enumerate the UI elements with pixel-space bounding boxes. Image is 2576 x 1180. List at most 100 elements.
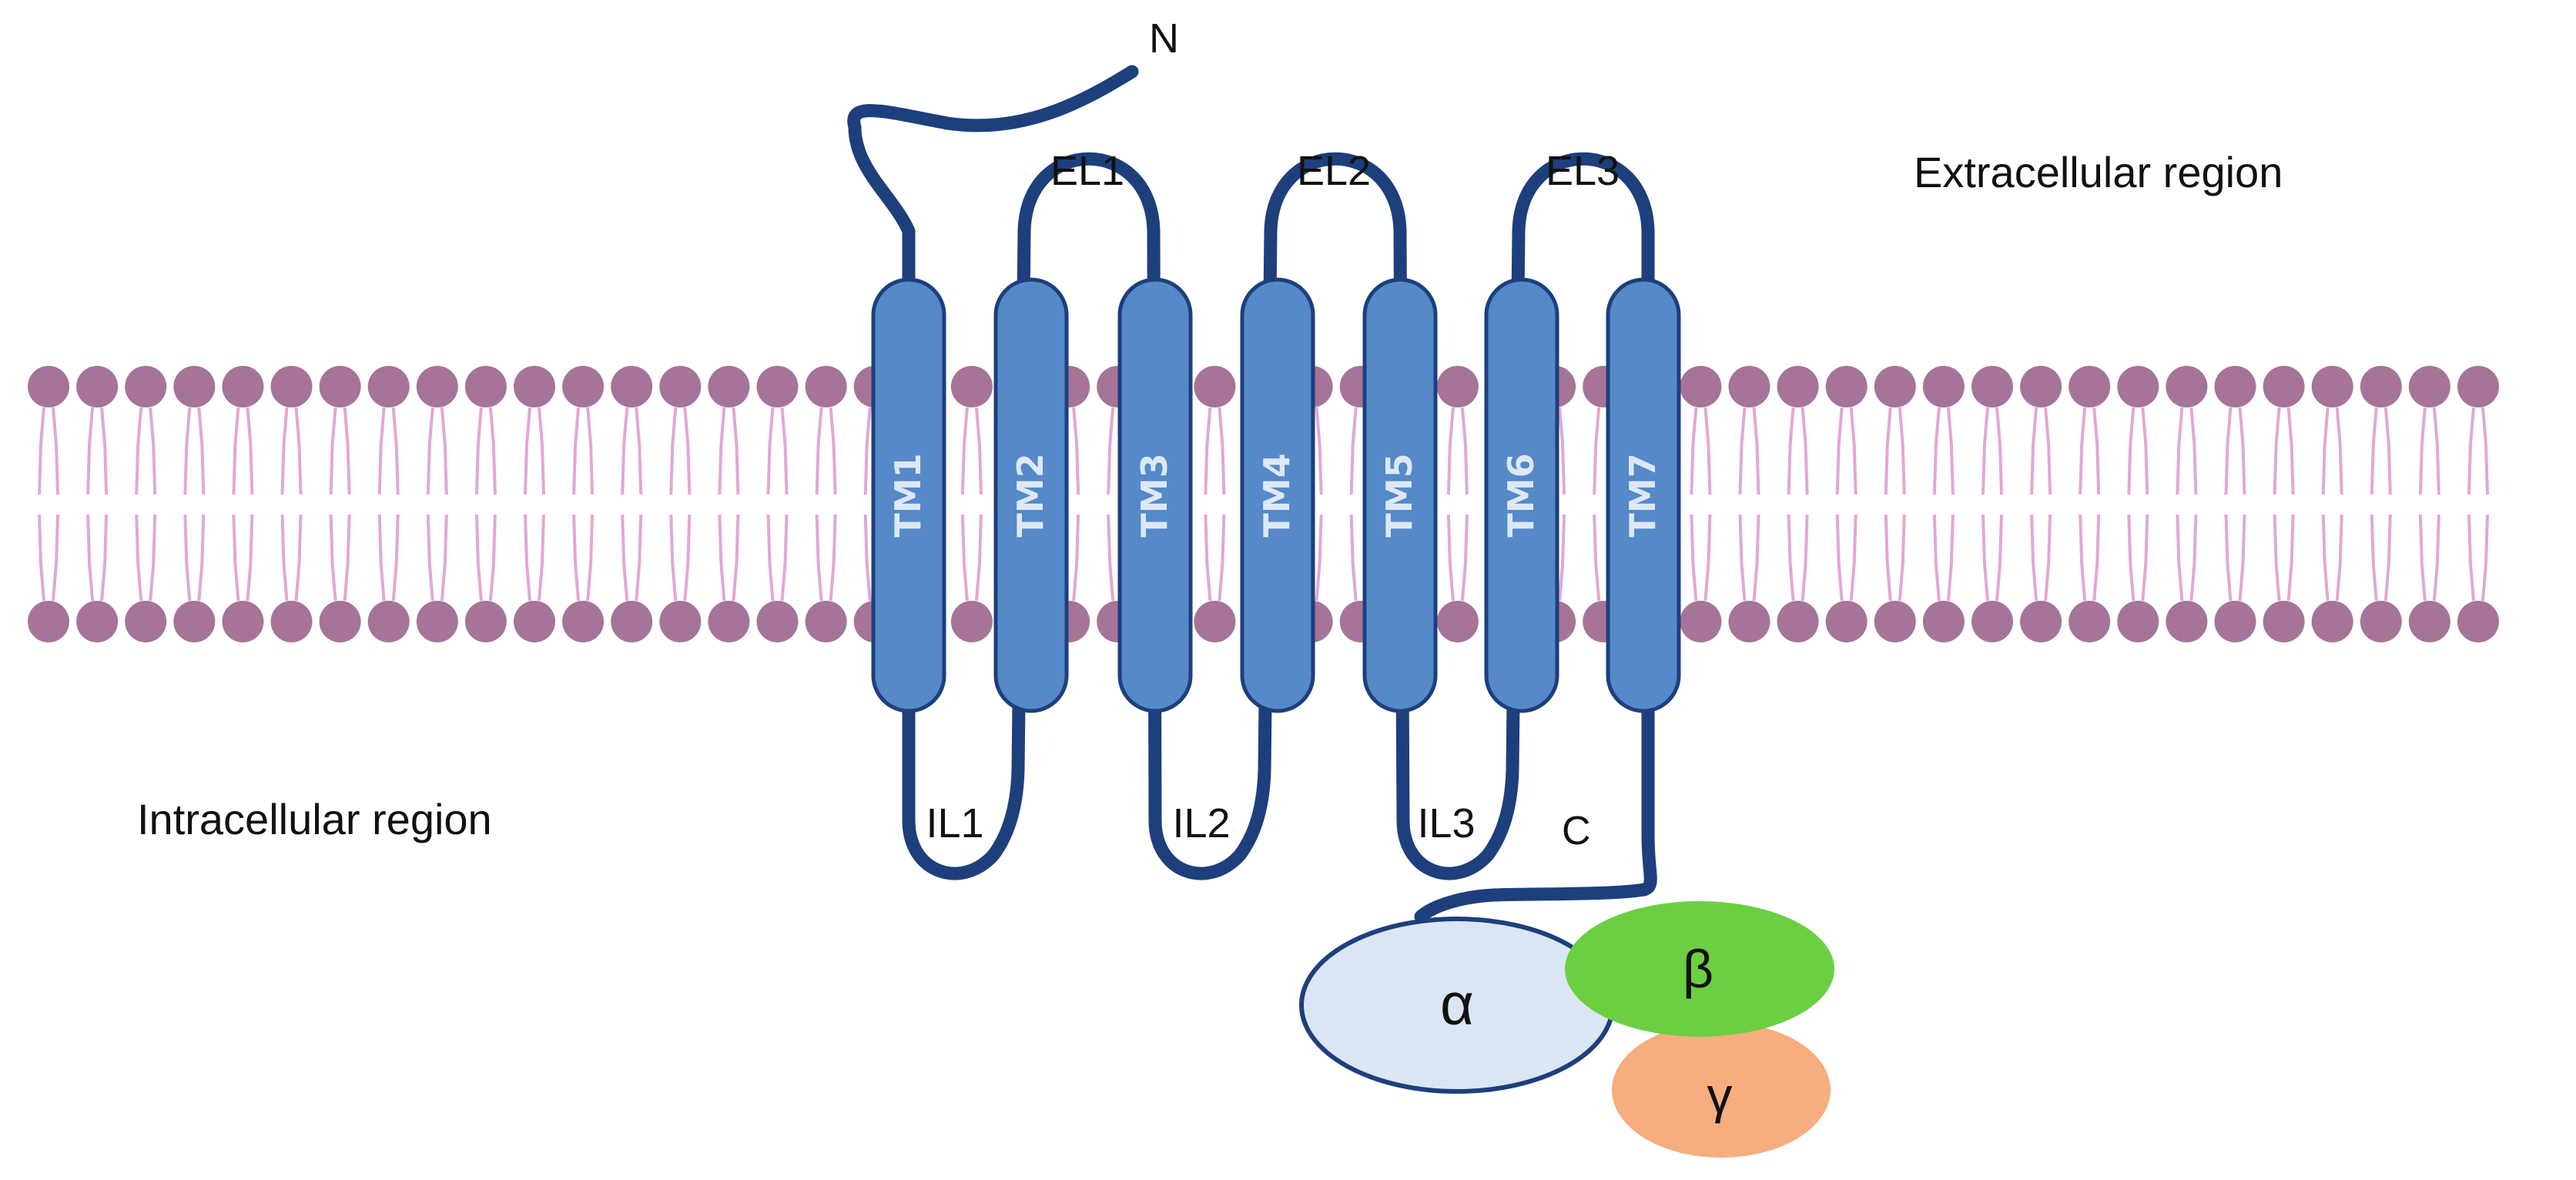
lipid-head — [464, 366, 507, 407]
lipid-tail — [1801, 514, 1809, 602]
lipid-tail — [1218, 514, 1226, 602]
lipid-tail — [1593, 514, 1601, 602]
lipid-tail — [2141, 514, 2149, 602]
tm4-label: TM4 — [1256, 453, 1298, 537]
tm6-label: TM6 — [1500, 453, 1542, 537]
lipid-molecule — [2457, 366, 2499, 642]
lipid-tail — [780, 514, 789, 602]
lipid-head — [611, 366, 653, 407]
lipid-tail — [391, 514, 400, 602]
lipid-tail — [2079, 407, 2087, 495]
lipid-tail — [100, 407, 109, 495]
lipid-tail — [391, 407, 400, 495]
g-gamma-subunit — [1612, 1022, 1831, 1158]
lipid-head — [1971, 366, 2013, 407]
lipid-head — [464, 601, 507, 642]
lipid-head — [28, 366, 69, 407]
lipid-tail — [135, 514, 143, 602]
lipid-head — [708, 601, 750, 642]
lipid-tail — [718, 407, 726, 495]
lipid-head — [76, 601, 119, 642]
lipid-head — [2117, 601, 2159, 642]
lipid-tail — [440, 514, 448, 602]
lipid-tail — [732, 514, 740, 602]
lipid-head — [1874, 601, 1916, 642]
lipid-tail — [2224, 514, 2233, 602]
tm1-helix: TM1 — [871, 277, 946, 713]
lipid-tail — [635, 514, 643, 602]
lipid-head — [2360, 366, 2402, 407]
lipid-tail — [2481, 407, 2489, 495]
lipid-tail — [1315, 514, 1323, 602]
lipid-tail — [732, 407, 740, 495]
lipid-molecule — [1874, 366, 1916, 642]
lipid-tail — [1349, 407, 1358, 495]
lipid-molecule — [367, 366, 410, 642]
lipid-tail — [2030, 407, 2038, 495]
c-terminus-label: C — [1562, 809, 1591, 853]
lipid-tail — [1349, 514, 1358, 602]
intracellular-region-label: Intracellular region — [137, 795, 492, 843]
lipid-head — [2360, 601, 2402, 642]
lipid-tail — [38, 407, 45, 495]
lipid-head — [1728, 366, 1770, 407]
lipid-head — [1922, 366, 1965, 407]
tm2-helix: TM2 — [993, 277, 1069, 713]
transmembrane-helices: TM1 TM2 TM3 TM4 TM5 TM6 TM7 — [871, 277, 1681, 713]
lipid-tail — [586, 407, 595, 495]
lipid-head — [1825, 601, 1868, 642]
lipid-tail — [86, 407, 95, 495]
lipid-tail — [2286, 407, 2295, 495]
lipid-tail — [2432, 514, 2440, 602]
lipid-tail — [766, 407, 775, 495]
lipid-tail — [1787, 407, 1795, 495]
lipid-molecule — [514, 366, 555, 642]
el3-label: EL3 — [1546, 148, 1620, 194]
tm2-label: TM2 — [1010, 453, 1051, 537]
lipid-tail — [780, 407, 789, 495]
lipid-tail — [1835, 407, 1844, 495]
lipid-tail — [538, 514, 545, 602]
lipid-head — [562, 366, 605, 407]
lipid-molecule — [1680, 366, 1722, 642]
lipid-tail — [2321, 407, 2330, 495]
lipid-head — [950, 601, 993, 642]
lipid-head — [173, 601, 216, 642]
lipid-molecule — [708, 366, 750, 642]
lipid-tail — [2176, 514, 2184, 602]
lipid-head — [1922, 601, 1965, 642]
lipid-tail — [1446, 407, 1455, 495]
lipid-molecule — [2360, 366, 2402, 642]
lipid-tail — [426, 514, 434, 602]
lipid-head — [1436, 601, 1479, 642]
lipid-tail — [232, 407, 240, 495]
lipid-tail — [669, 514, 678, 602]
lipid-tail — [524, 407, 531, 495]
lipid-tail — [1946, 514, 1955, 602]
lipid-tail — [1558, 407, 1566, 495]
lipid-head — [1777, 601, 1819, 642]
tm5-helix: TM5 — [1362, 277, 1438, 713]
lipid-tail — [52, 514, 59, 602]
lipid-head — [805, 366, 847, 407]
lipid-tail — [38, 514, 45, 602]
lipid-molecule — [2069, 366, 2111, 642]
lipid-molecule — [1825, 366, 1868, 642]
lipid-tail — [1558, 514, 1566, 602]
lipid-tail — [1801, 407, 1809, 495]
lipid-tail — [2370, 514, 2378, 602]
lipid-tail — [426, 407, 434, 495]
lipid-tail — [2335, 407, 2343, 495]
lipid-tail — [2418, 514, 2427, 602]
tm1-label: TM1 — [887, 453, 929, 537]
lipid-tail — [343, 514, 351, 602]
lipid-tail — [2189, 407, 2198, 495]
lipid-tail — [1703, 407, 1712, 495]
lipid-tail — [635, 407, 643, 495]
lipid-tail — [2418, 407, 2427, 495]
lipid-tail — [2044, 514, 2052, 602]
lipid-tail — [2092, 514, 2101, 602]
lipid-tail — [1752, 514, 1760, 602]
lipid-molecule — [2166, 366, 2208, 642]
lipid-tail — [2176, 407, 2184, 495]
